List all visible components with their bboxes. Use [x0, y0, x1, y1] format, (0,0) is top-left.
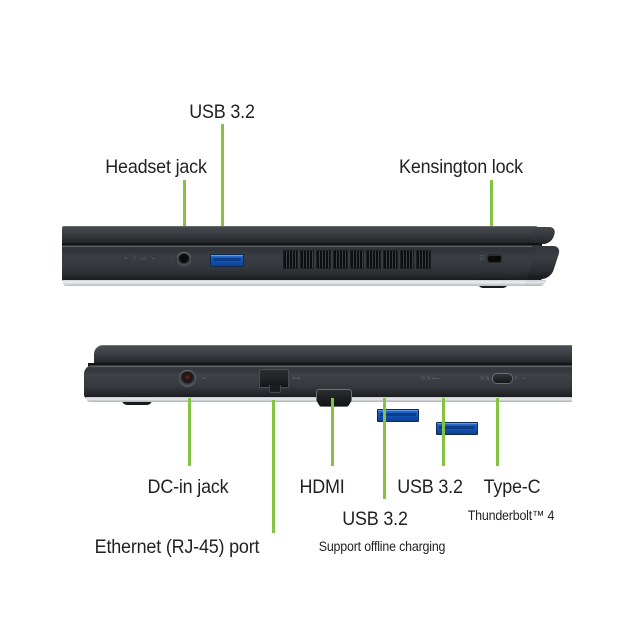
silkscreen-usb1-marking: SS⟵ — [421, 376, 443, 382]
vent-slot — [399, 250, 415, 269]
leader-line-usb32-lower — [383, 398, 386, 499]
leader-line-dc-in-jack — [188, 398, 191, 466]
port-usb-a-1 — [377, 409, 419, 422]
laptop-base-strip — [63, 280, 533, 286]
callout-label-ethernet: Ethernet (RJ-45) port — [94, 536, 260, 558]
laptop2-hinge-gap — [88, 363, 572, 366]
laptop-lid-right-taper — [529, 227, 557, 244]
vent-slot — [283, 250, 298, 269]
vent-slot — [416, 250, 432, 269]
vent-slot — [316, 250, 332, 269]
silkscreen-markings-left: ⌁ ⚡ ▭ ⌐ — [124, 256, 157, 262]
laptop2-chassis-highlight — [90, 366, 572, 367]
port-dc-in-jack — [179, 370, 196, 387]
leader-line-type-c — [496, 398, 499, 466]
port-kensington-lock-slot — [488, 255, 501, 262]
exhaust-vent-grille — [283, 250, 432, 269]
callout-label-usb32-top: USB 3.2 — [189, 101, 255, 123]
silkscreen-typec-marking: ⚡ ⌁ — [514, 376, 528, 382]
laptop2-lid-slab — [94, 345, 572, 364]
silkscreen-dc-marking: ⎓ — [202, 376, 209, 382]
vent-slot — [299, 250, 315, 269]
callout-label-offline-charging: Support offline charging — [318, 539, 446, 554]
port-hdmi — [316, 389, 352, 407]
port-headset-jack — [177, 252, 191, 266]
vent-slot — [333, 250, 348, 269]
port-ethernet-rj45 — [259, 369, 289, 393]
callout-label-kensington-lock: Kensington lock — [399, 156, 523, 178]
laptop-base-right-taper — [523, 280, 547, 286]
leader-line-usb32-upper — [442, 398, 445, 466]
silkscreen-usb2-marking: SS⟵ — [480, 376, 502, 382]
vent-slot — [349, 250, 365, 269]
leader-line-headset-jack — [183, 180, 186, 254]
laptop-chassis-highlight — [62, 246, 532, 247]
callout-label-hdmi: HDMI — [299, 476, 345, 498]
callout-label-headset-jack: Headset jack — [105, 156, 207, 178]
laptop-left-side-illustration: ⎓ ⟺ SS⟵ SS⟵ ⚡ ⌁ — [84, 345, 572, 435]
leader-line-ethernet — [272, 400, 275, 533]
laptop-lid-slab — [62, 226, 540, 244]
callout-label-usb32-lower: USB 3.2 — [342, 508, 408, 530]
silkscreen-markings-lock: ⌸ — [480, 256, 486, 262]
port-usb-c-thunderbolt — [492, 373, 513, 384]
leader-line-hdmi — [331, 398, 334, 466]
callout-label-usb32-upper: USB 3.2 — [397, 476, 463, 498]
silkscreen-ethernet-marking: ⟺ — [292, 376, 303, 382]
vent-slot — [366, 250, 382, 269]
silkscreen-markings-jack: ◌ ⊣ — [170, 256, 183, 262]
port-usb-a-rear — [210, 254, 244, 267]
callout-label-thunderbolt: Thunderbolt™ 4 — [467, 508, 555, 523]
port-usb-a-2 — [436, 422, 478, 435]
vent-slot — [383, 250, 398, 269]
leader-line-usb32-top — [221, 124, 224, 256]
laptop-hinge-gap — [62, 243, 542, 246]
callout-label-type-c: Type-C — [483, 476, 541, 498]
laptop-rear-edge-illustration: ⌁ ⚡ ▭ ⌐ ◌ ⊣ ⌸ — [62, 226, 562, 290]
callout-label-dc-in-jack: DC-in jack — [147, 476, 229, 498]
leader-line-kensington-lock — [490, 180, 493, 257]
